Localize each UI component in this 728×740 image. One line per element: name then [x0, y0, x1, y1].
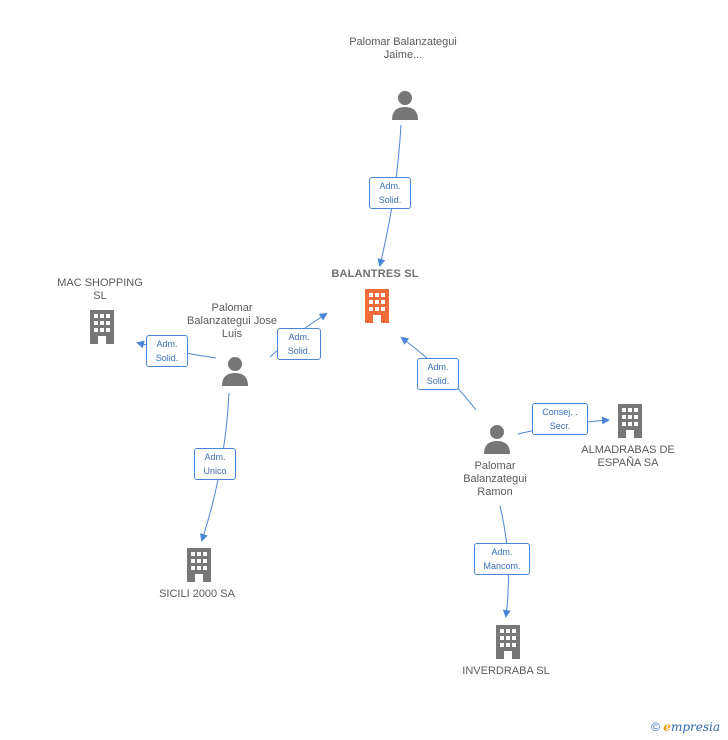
badge-line: Adm. [204, 452, 226, 462]
badge-joseluis-center[interactable]: Adm. Solid. [277, 328, 321, 360]
person-ramon-name[interactable]: Palomar Balanzategui Ramon [463, 460, 527, 498]
badge-line: Solid. [287, 346, 311, 356]
badge-line: Adm. [427, 362, 449, 372]
person-icon-ramon[interactable] [482, 424, 512, 454]
person-jaime-name[interactable]: Palomar Balanzategui Jaime... [349, 36, 457, 61]
badge-line: Secr. [549, 421, 571, 431]
badge-line: Consej. . [542, 407, 578, 417]
badge-line: Adm. [491, 547, 513, 557]
badge-jaime-center[interactable]: Adm. Solid. [369, 177, 411, 209]
building-icon-mac[interactable] [86, 310, 118, 344]
badge-line: Solid. [155, 353, 179, 363]
building-icon-center[interactable] [361, 289, 393, 323]
badge-line: Solid. [426, 376, 450, 386]
person-icon-joseluis[interactable] [220, 356, 250, 386]
badge-ramon-almadrabas[interactable]: Consej. . Secr. [532, 403, 588, 435]
building-icon-almadrabas[interactable] [614, 404, 646, 438]
badge-joseluis-mac[interactable]: Adm. Solid. [146, 335, 188, 367]
person-icon-jaime[interactable] [390, 90, 420, 120]
copyright-icon: © [651, 720, 660, 734]
badge-ramon-inverdraba[interactable]: Adm. Mancom. [474, 543, 530, 575]
empresia-logo: empresia [663, 720, 720, 734]
badge-joseluis-sicili[interactable]: Adm. Unico [194, 448, 236, 480]
company-sicili-name[interactable]: SICILI 2000 SA [159, 588, 235, 600]
center-company-name[interactable]: BALANTRES SL [331, 268, 419, 280]
company-inverdraba-name[interactable]: INVERDRABA SL [462, 665, 550, 677]
badge-line: Adm. [288, 332, 310, 342]
company-mac-name[interactable]: MAC SHOPPING SL [57, 277, 143, 302]
building-icon-sicili[interactable] [183, 548, 215, 582]
badge-line: Mancom. [483, 561, 521, 571]
person-joseluis-name[interactable]: Palomar Balanzategui Jose Luis [187, 302, 277, 340]
badge-line: Solid. [378, 195, 402, 205]
badge-line: Adm. [156, 339, 178, 349]
footer-brand: © empresia [651, 720, 720, 734]
company-almadrabas-name[interactable]: ALMADRABAS DE ESPAÑA SA [581, 444, 675, 469]
badge-line: Unico [203, 466, 227, 476]
badge-line: Adm. [379, 181, 401, 191]
building-icon-inverdraba[interactable] [492, 625, 524, 659]
badge-ramon-center[interactable]: Adm. Solid. [417, 358, 459, 390]
